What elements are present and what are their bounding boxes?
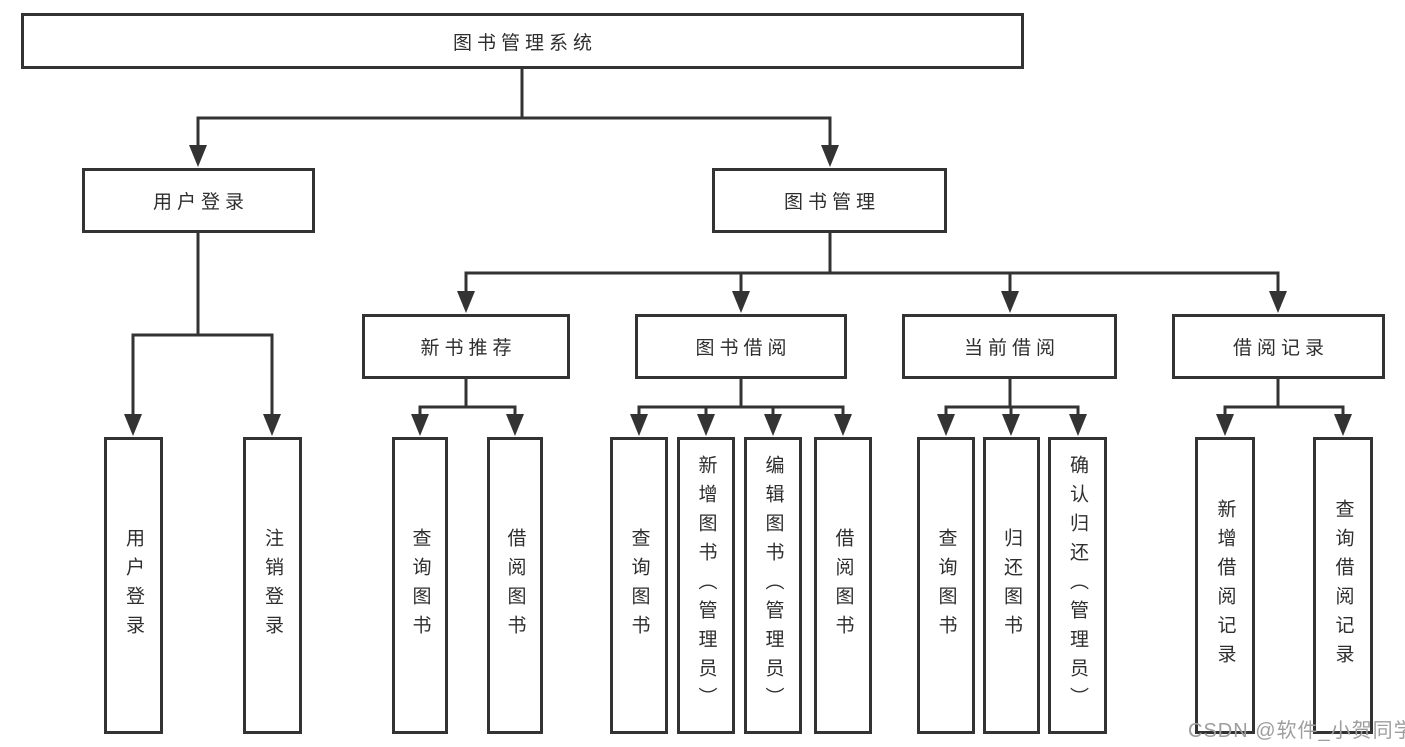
leaf-label: 查询图书 — [935, 527, 957, 644]
leaf-query-borrow-record: 查询借阅记录 — [1313, 437, 1373, 734]
leaf-label: 归还图书 — [1001, 527, 1022, 644]
node-book-borrowing: 图书借阅 — [635, 314, 847, 379]
leaf-label: 注销登录 — [262, 527, 283, 644]
leaf-label: 查询图书 — [628, 527, 650, 644]
node-current-borrowing: 当前借阅 — [902, 314, 1117, 379]
watermark: CSDN @软件_小贺同学 — [1188, 720, 1405, 742]
leaf-label: 新增借阅记录 — [1214, 498, 1236, 673]
leaf-query-books-borrowing: 查询图书 — [610, 437, 668, 734]
leaf-borrow-books-recommend: 借阅图书 — [487, 437, 543, 734]
node-label: 新书推荐 — [420, 338, 517, 359]
node-user-login: 用户登录 — [82, 168, 315, 233]
leaf-label: 查询图书 — [409, 527, 431, 644]
leaf-label: 确认归还（管理员） — [1067, 455, 1088, 716]
leaf-add-borrow-record: 新增借阅记录 — [1195, 437, 1255, 734]
leaf-label: 编辑图书（管理员） — [762, 455, 784, 716]
leaf-add-book-admin: 新增图书（管理员） — [677, 437, 735, 734]
leaf-edit-book-admin: 编辑图书（管理员） — [744, 437, 802, 734]
node-label: 图书管理 — [783, 192, 880, 213]
leaf-label: 新增图书（管理员） — [695, 455, 717, 716]
leaf-label: 用户登录 — [123, 527, 144, 644]
leaf-logout: 注销登录 — [243, 437, 302, 734]
node-label: 当前借阅 — [963, 338, 1060, 359]
node-library-system: 图书管理系统 — [21, 13, 1024, 69]
leaf-query-books-current: 查询图书 — [917, 437, 975, 734]
node-label: 借阅记录 — [1232, 338, 1329, 359]
leaf-user-login: 用户登录 — [104, 437, 163, 734]
node-borrowing-records: 借阅记录 — [1172, 314, 1385, 379]
leaf-confirm-return-admin: 确认归还（管理员） — [1048, 437, 1107, 734]
node-label: 图书借阅 — [695, 338, 792, 359]
leaf-label: 借阅图书 — [504, 527, 526, 644]
arrowhead-icons — [124, 145, 1352, 436]
node-new-book-recommendation: 新书推荐 — [362, 314, 570, 379]
leaf-return-book: 归还图书 — [983, 437, 1040, 734]
node-label: 图书管理系统 — [452, 32, 597, 54]
leaf-label: 查询借阅记录 — [1332, 498, 1354, 673]
leaf-borrow-books-borrowing: 借阅图书 — [814, 437, 872, 734]
leaf-query-books-recommend: 查询图书 — [392, 437, 448, 734]
leaf-label: 借阅图书 — [832, 527, 854, 644]
node-book-management: 图书管理 — [712, 168, 947, 233]
node-label: 用户登录 — [152, 192, 249, 213]
